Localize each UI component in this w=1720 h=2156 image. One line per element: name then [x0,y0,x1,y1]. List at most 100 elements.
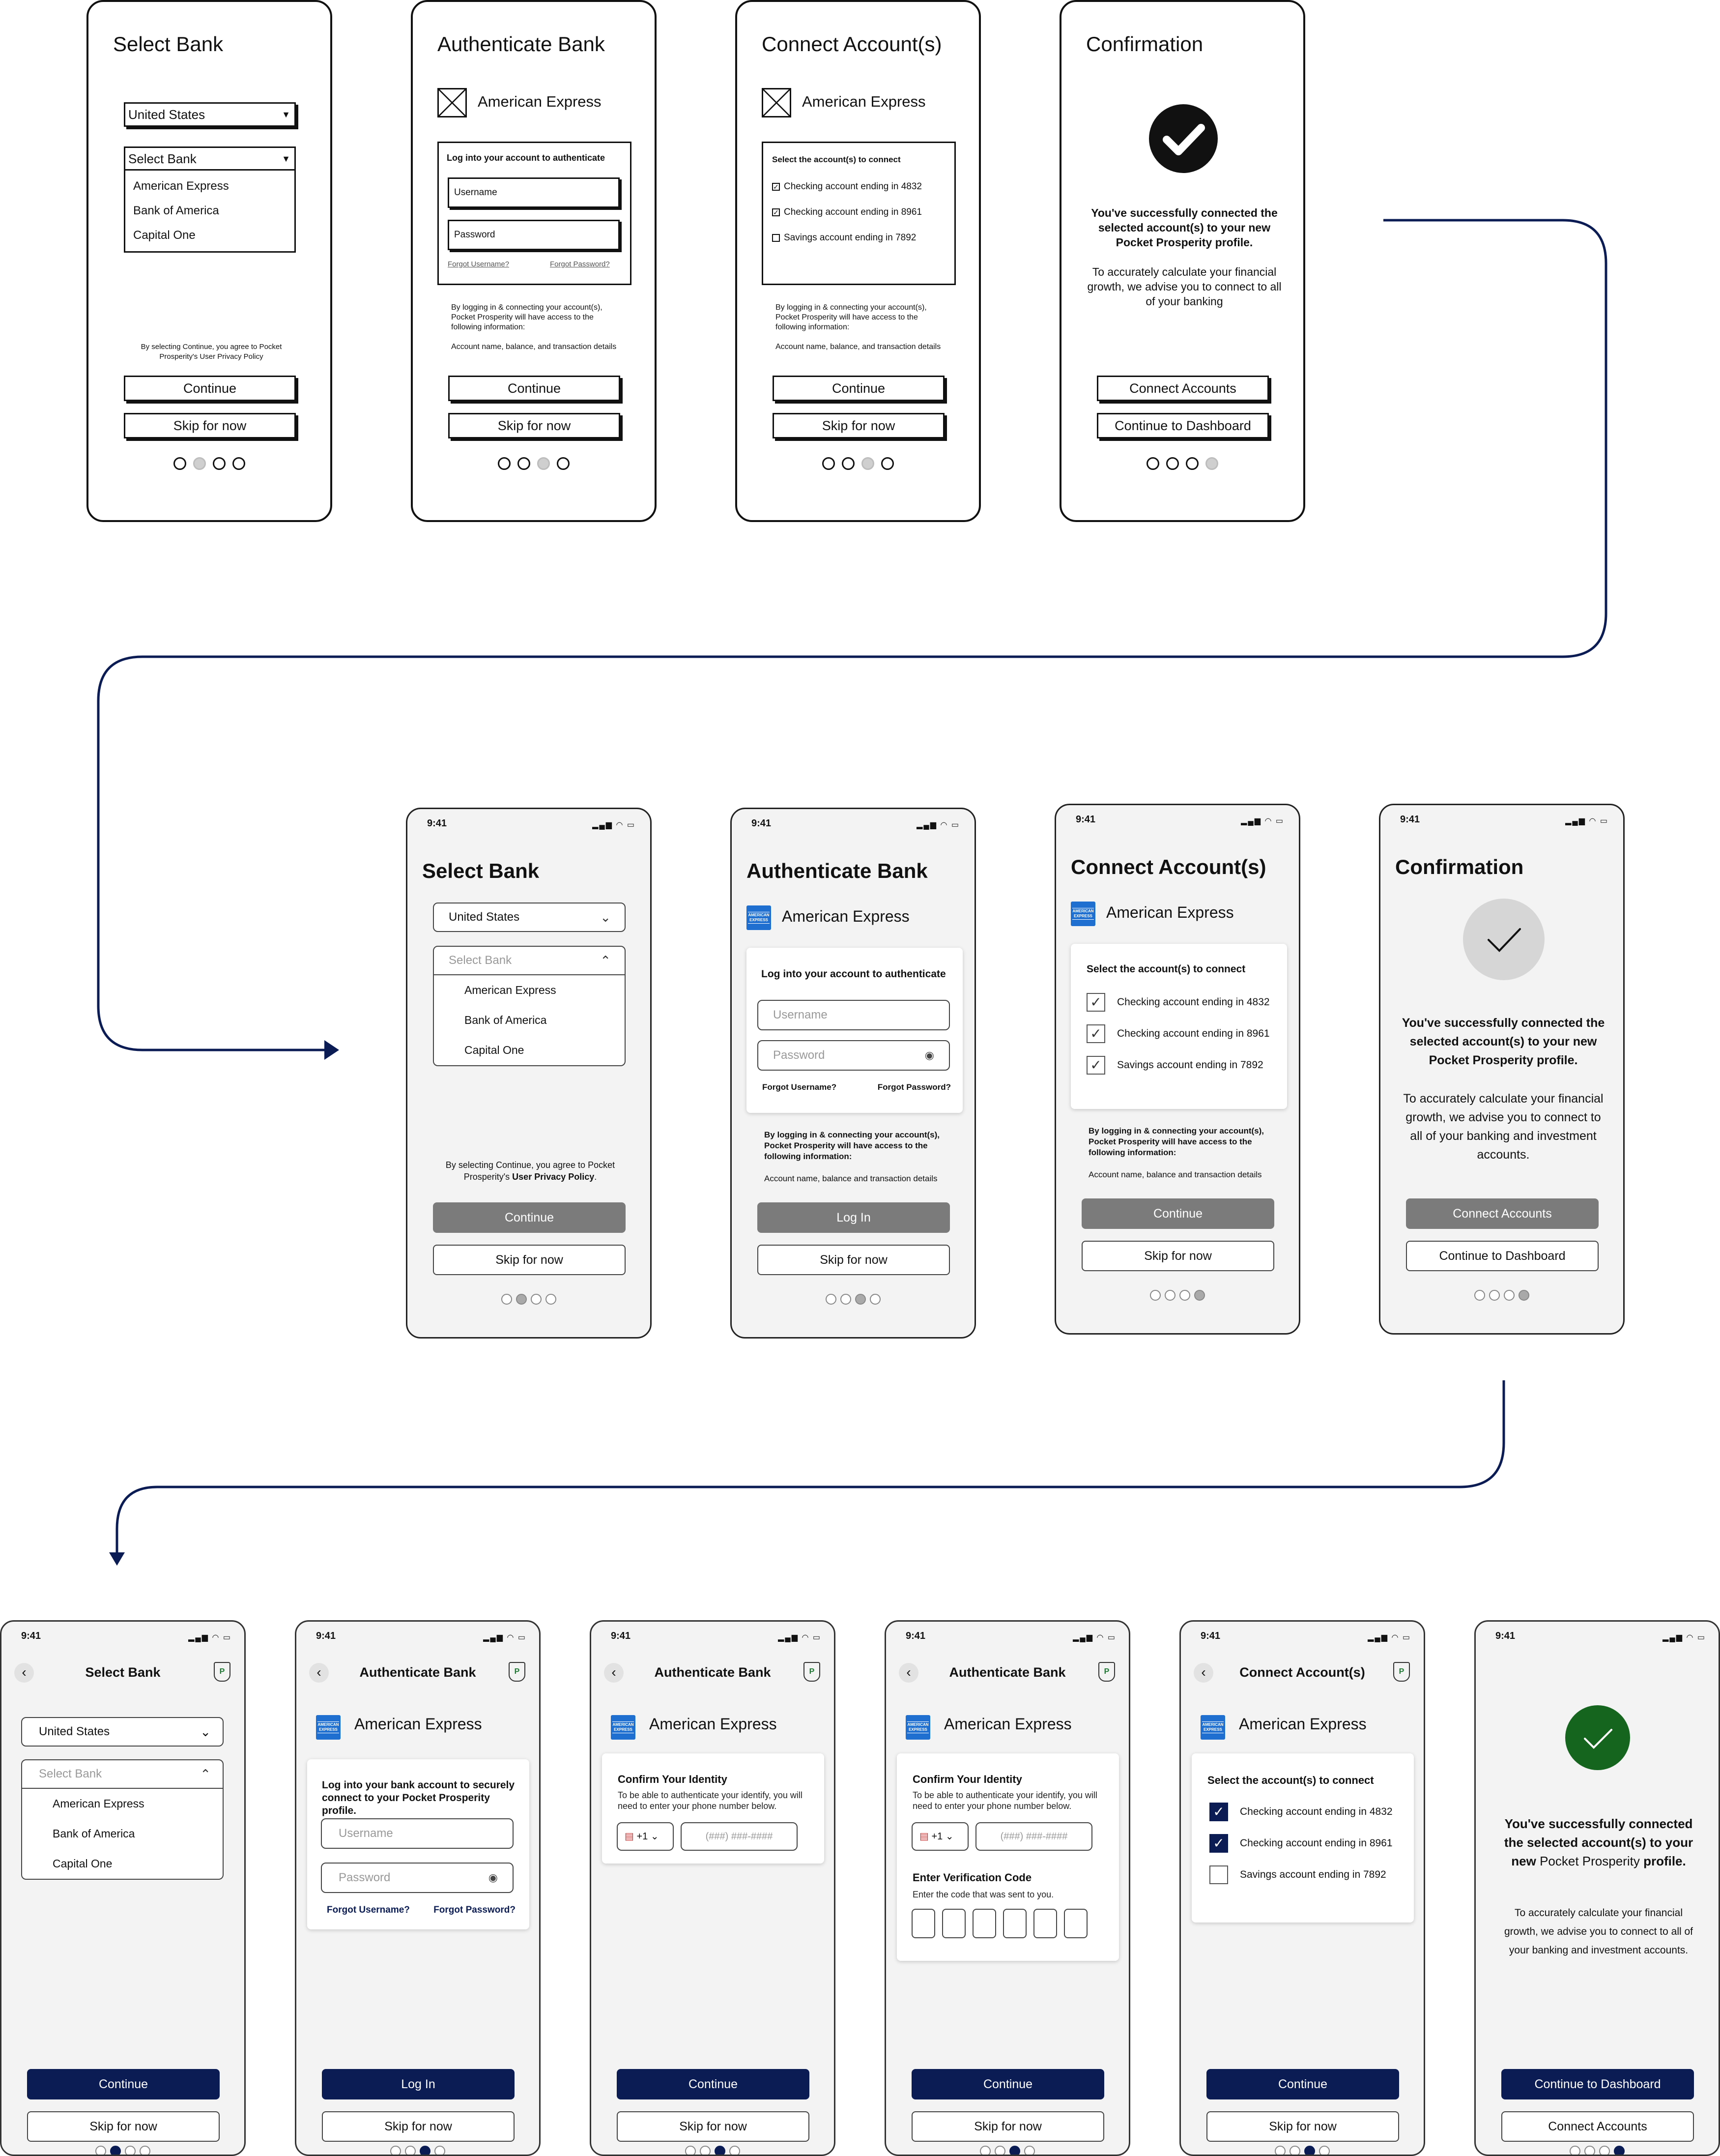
bank-option[interactable]: Bank of America [53,1827,135,1840]
bank-option[interactable]: American Express [464,984,556,996]
account-checkbox[interactable]: Savings account ending in 7892 [772,233,916,243]
username-input[interactable]: Username [757,1000,950,1030]
continue-button[interactable]: Continue [1082,1198,1274,1229]
back-arrow-icon[interactable]: ‹ [309,1663,329,1683]
page-dot [1166,457,1179,470]
account-checkbox[interactable]: ✓Checking account ending in 4832 [1087,993,1270,1012]
privacy-policy-link[interactable]: User Privacy Policy [512,1172,595,1182]
forgot-password-link[interactable]: Forgot Password? [433,1905,516,1915]
eye-icon[interactable]: ◉ [924,1049,934,1061]
eye-icon[interactable]: ◉ [488,1871,498,1884]
continue-button[interactable]: Continue [124,376,296,401]
back-arrow-icon[interactable]: ‹ [1194,1663,1213,1683]
continue-button[interactable]: Continue [617,2069,809,2099]
accounts-heading: Select the account(s) to connect [1087,963,1246,975]
forgot-password-link[interactable]: Forgot Password? [877,1082,951,1092]
page-dot [1147,457,1159,470]
bank-select[interactable]: Select Bank ⌃ [21,1759,224,1789]
continue-button[interactable]: Continue [912,2069,1104,2099]
bank-option[interactable]: Capital One [53,1857,113,1870]
forgot-username-link[interactable]: Forgot Username? [448,260,510,268]
country-code-select[interactable]: ▤ +1 ⌄ [912,1822,969,1851]
login-button[interactable]: Log In [322,2069,515,2099]
username-input[interactable]: Username [321,1818,514,1849]
dashboard-button[interactable]: Continue to Dashboard [1097,413,1269,438]
connect-accounts-button[interactable]: Connect Accounts [1501,2111,1694,2142]
code-digit-input[interactable] [1064,1909,1088,1938]
continue-button[interactable]: Continue [27,2069,220,2099]
back-arrow-icon[interactable]: ‹ [604,1663,624,1683]
account-checkbox[interactable]: ✓Checking account ending in 4832 [1209,1803,1393,1821]
connect-accounts-button[interactable]: Connect Accounts [1097,376,1269,401]
skip-button[interactable]: Skip for now [773,413,945,438]
skip-button[interactable]: Skip for now [757,1245,950,1275]
success-check-icon [1463,899,1545,980]
back-arrow-icon[interactable]: ‹ [899,1663,918,1683]
dashboard-button[interactable]: Continue to Dashboard [1406,1241,1599,1271]
bank-select-placeholder: Select Bank [449,954,512,967]
account-checkbox[interactable]: ✓Checking account ending in 4832 [772,181,922,192]
skip-button[interactable]: Skip for now [912,2111,1104,2142]
account-checkbox[interactable]: ✓Checking account ending in 8961 [772,207,922,218]
account-checkbox[interactable]: Savings account ending in 7892 [1209,1865,1386,1884]
account-checkbox[interactable]: ✓Checking account ending in 8961 [1087,1024,1270,1043]
skip-button[interactable]: Skip for now [124,413,296,438]
bank-select[interactable]: Select Bank ⌃ [433,946,626,975]
code-digit-input[interactable] [942,1909,966,1938]
account-checkbox[interactable]: ✓Checking account ending in 8961 [1209,1834,1393,1853]
page-dot-active [1194,1290,1205,1301]
skip-button[interactable]: Skip for now [1206,2111,1399,2142]
bank-select[interactable]: Select Bank ▼ [124,146,296,171]
bank-option[interactable]: Bank of America [464,1014,547,1026]
us-flag-icon: ▤ [625,1831,634,1842]
connect-accounts-button[interactable]: Connect Accounts [1406,1198,1599,1229]
continue-button[interactable]: Continue [1206,2069,1399,2099]
bank-option[interactable]: Capital One [133,229,196,242]
accounts-card: Select the account(s) to connect ✓Checki… [1071,944,1287,1109]
username-input[interactable]: Username [448,177,620,208]
bank-option[interactable]: American Express [53,1797,144,1810]
country-select[interactable]: United States ⌄ [21,1717,224,1747]
password-input[interactable]: Password ◉ [321,1863,514,1893]
skip-button[interactable]: Skip for now [448,413,620,438]
skip-button[interactable]: Skip for now [617,2111,809,2142]
code-digit-input[interactable] [912,1909,935,1938]
login-button[interactable]: Log In [757,1202,950,1233]
skip-button[interactable]: Skip for now [433,1245,626,1275]
sketch-connect-screen: Connect Account(s) American Express Sele… [735,0,981,522]
continue-button[interactable]: Continue [773,376,945,401]
back-arrow-icon[interactable]: ‹ [14,1663,34,1683]
access-note: By logging in & connecting your account(… [451,303,602,331]
password-input[interactable]: Password [448,220,620,250]
code-digit-input[interactable] [973,1909,996,1938]
account-checkbox[interactable]: ✓Savings account ending in 7892 [1087,1056,1263,1075]
login-heading: Log into your account to authenticate [447,153,605,163]
code-digit-input[interactable] [1033,1909,1057,1938]
page-indicator [1380,1290,1623,1302]
code-digit-input[interactable] [1003,1909,1027,1938]
skip-button[interactable]: Skip for now [322,2111,515,2142]
country-code-select[interactable]: ▤ +1 ⌄ [617,1822,674,1851]
bank-option[interactable]: Bank of America [133,204,219,217]
bank-option[interactable]: American Express [133,179,229,193]
continue-button[interactable]: Continue [448,376,620,401]
continue-button[interactable]: Continue [433,1202,626,1233]
forgot-username-link[interactable]: Forgot Username? [762,1082,837,1092]
password-input[interactable]: Password ◉ [757,1040,950,1071]
skip-button[interactable]: Skip for now [27,2111,220,2142]
skip-button[interactable]: Skip for now [1082,1241,1274,1271]
phone-input[interactable]: (###) ###-#### [681,1822,798,1851]
bank-dropdown-list: American Express Bank of America Capital… [124,169,296,253]
forgot-username-link[interactable]: Forgot Username? [327,1905,410,1915]
success-check-icon [1149,104,1218,173]
phone-input[interactable]: (###) ###-#### [975,1822,1092,1851]
page-dot [232,457,245,470]
forgot-password-link[interactable]: Forgot Password? [550,260,610,268]
bank-option[interactable]: Capital One [464,1044,524,1056]
country-select[interactable]: United States ▼ [124,102,296,127]
dashboard-button[interactable]: Continue to Dashboard [1501,2069,1694,2099]
country-select[interactable]: United States ⌄ [433,903,626,932]
